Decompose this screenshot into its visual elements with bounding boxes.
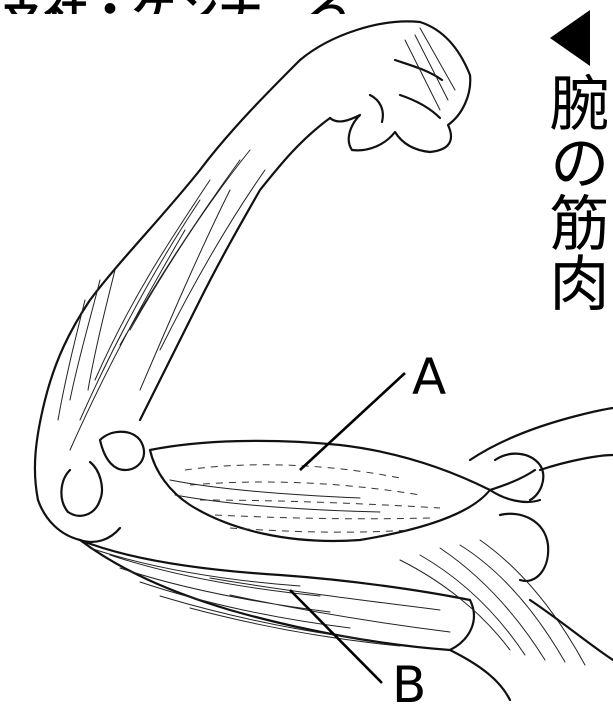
- triceps-muscle-b: [80, 540, 474, 650]
- forearm-upper-edge: [35, 60, 300, 500]
- leader-line-b: [290, 590, 382, 683]
- figure-title: 腕の筋肉: [544, 72, 604, 312]
- shoulder-bone: [495, 454, 548, 581]
- left-triangle-icon: [550, 10, 590, 66]
- elbow-outline: [38, 500, 120, 542]
- biceps-tendon: [490, 470, 540, 502]
- knuckle-lines: [370, 60, 442, 122]
- biceps-muscle-a: [150, 441, 490, 541]
- upper-arm-top-edge: [470, 408, 613, 460]
- forearm-inner-edge: [140, 118, 330, 420]
- fist-outline: [300, 21, 470, 152]
- label-a: A: [412, 352, 446, 402]
- label-b: B: [392, 660, 426, 710]
- olecranon: [61, 462, 102, 516]
- triceps-fibers: [90, 548, 450, 646]
- title-block: 腕の筋肉: [540, 10, 610, 312]
- humerus-head: [100, 432, 144, 470]
- leader-line-a: [300, 373, 405, 470]
